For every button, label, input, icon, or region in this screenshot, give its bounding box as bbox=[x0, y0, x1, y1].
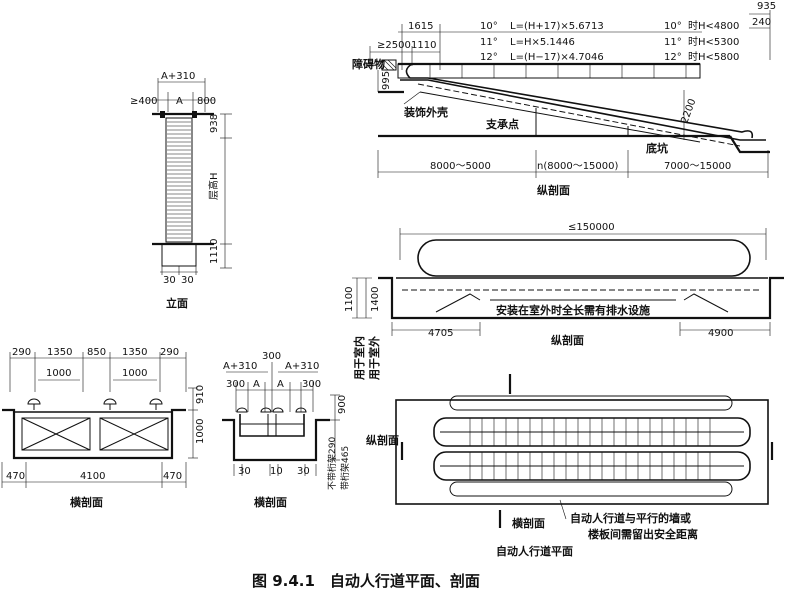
figure-caption: 图 9.4.1 自动人行道平面、剖面 bbox=[252, 572, 480, 590]
msec-bottom-dim-2: 10 bbox=[270, 466, 283, 477]
lsec-bottom-dim-2: 4100 bbox=[80, 471, 105, 482]
formula-3-cond: 时H<5800 bbox=[688, 51, 739, 63]
ltop-dim-935: 935 bbox=[757, 1, 776, 12]
ltop-dim-2200: 2200 bbox=[679, 97, 698, 125]
formula-1-cond: 时H<4800 bbox=[688, 20, 739, 32]
long-section-top: 935 240 1615 ≥2500 1110 10° L=(H+17)×5.6… bbox=[352, 1, 776, 197]
elev-title: 立面 bbox=[166, 296, 188, 310]
elev-hatch bbox=[167, 121, 191, 239]
formula-1-length: L=(H+17)×5.6713 bbox=[510, 21, 604, 32]
msec-bottom-dim-3: 30 bbox=[297, 466, 310, 477]
formula-2-cond: 时H<5300 bbox=[688, 36, 739, 48]
ltop-bottom-dim-1: 8000～5000 bbox=[430, 161, 491, 172]
elev-dim-30a: 30 bbox=[163, 275, 176, 286]
ltop-label-pit: 底坑 bbox=[646, 141, 668, 155]
lsec-top-dim-3: 850 bbox=[87, 347, 106, 358]
msec-dim-300-left: 300 bbox=[226, 379, 245, 390]
ltop-bottom-dim-3: 7000～15000 bbox=[664, 161, 731, 172]
elev-dim-a: A bbox=[176, 96, 183, 107]
plan-walkway-top bbox=[433, 417, 751, 447]
msec-title: 横剖面 bbox=[254, 495, 287, 509]
lsec-top-dim-1: 290 bbox=[12, 347, 31, 358]
lsec-bottom-dim-3: 470 bbox=[163, 471, 182, 482]
formula-1-angle-r: 10° bbox=[664, 21, 682, 32]
ltop-dim-1110: 1110 bbox=[411, 40, 436, 51]
msec-note-truss: 带桁架465 bbox=[339, 446, 351, 490]
lsec-top-dim-2: 1350 bbox=[47, 347, 72, 358]
elev-dim-right: 800 bbox=[197, 96, 216, 107]
elev-dim-top: A+310 bbox=[161, 71, 195, 82]
plan-title: 自动人行道平面 bbox=[496, 544, 573, 558]
msec-bottom-dim-1: 30 bbox=[238, 466, 251, 477]
msec-dim-300-right: 300 bbox=[302, 379, 321, 390]
msec-dim-a-left: A bbox=[253, 379, 260, 390]
plan-label-cross: 横剖面 bbox=[512, 516, 545, 530]
lsec-top-dim-4: 1350 bbox=[122, 347, 147, 358]
msec-dim-300-top: 300 bbox=[262, 351, 281, 362]
long-section-mid: ≤150000 安装在室外时全长需有排水设施 1100 1400 用于室内 用于… bbox=[344, 222, 784, 380]
plan-note-line1: 自动人行道与平行的墙或 bbox=[570, 511, 691, 525]
ltop-dim-995: 995 bbox=[381, 71, 392, 90]
ltop-label-obstacle: 障碍物 bbox=[352, 57, 385, 71]
msec-dim-900: 900 bbox=[337, 395, 348, 414]
lmid-label-outdoor: 用于室外 bbox=[367, 336, 381, 380]
ltop-bottom-dim-2: n(8000～15000) bbox=[537, 161, 619, 172]
lsec-dim-910: 910 bbox=[195, 385, 206, 404]
lsec-bottom-dim-1: 470 bbox=[6, 471, 25, 482]
lmid-label-indoor: 用于室内 bbox=[352, 336, 366, 380]
lmid-dim-left: 4705 bbox=[428, 328, 453, 339]
elev-dim-30b: 30 bbox=[181, 275, 194, 286]
plan-note-line2: 楼板间需留出安全距离 bbox=[588, 527, 698, 541]
formula-3-angle: 12° bbox=[480, 52, 498, 63]
lsec-inner-dim-1: 1000 bbox=[46, 368, 71, 379]
lsec-inner-dim-2: 1000 bbox=[122, 368, 147, 379]
ltop-label-support: 支承点 bbox=[485, 117, 519, 131]
msec-note-no-truss: 不带桁架290 bbox=[326, 437, 338, 490]
plan-view: 纵剖面 横剖面 自动人行道与平行的墙或 楼板间需留出安全距离 自动人行道平面 bbox=[366, 374, 774, 558]
lsec-dim-1000: 1000 bbox=[195, 419, 206, 444]
lmid-dim-1100: 1100 bbox=[344, 287, 355, 312]
ltop-dim-1615: 1615 bbox=[408, 21, 433, 32]
plan-label-long: 纵剖面 bbox=[366, 433, 399, 447]
plan-walkway-bottom bbox=[433, 451, 751, 481]
msec-dim-a310-left: A+310 bbox=[223, 361, 257, 372]
msec-dim-a310-right: A+310 bbox=[285, 361, 319, 372]
elev-dim-938: 938 bbox=[209, 114, 220, 133]
formula-2-length: L=H×5.1446 bbox=[510, 37, 575, 48]
formula-3-length: L=(H−17)×4.7046 bbox=[510, 52, 604, 63]
lsec-top-dim-5: 290 bbox=[160, 347, 179, 358]
ltop-label-shell: 装饰外壳 bbox=[403, 105, 448, 119]
formula-3-angle-r: 12° bbox=[664, 52, 682, 63]
formula-2-angle-r: 11° bbox=[664, 37, 682, 48]
lsec-title: 横剖面 bbox=[70, 495, 103, 509]
elevation-view: A+310 ≥400 A 800 30 30 立面 938 层高H 111 bbox=[130, 71, 232, 310]
cross-section-left: 290 1350 850 1350 290 1000 1000 910 1000 bbox=[1, 347, 206, 509]
elev-dim-height: 层高H bbox=[207, 172, 220, 200]
lmid-title: 纵剖面 bbox=[551, 333, 584, 347]
elev-dim-left: ≥400 bbox=[130, 96, 157, 107]
ltop-dim-2500: ≥2500 bbox=[377, 40, 411, 51]
ltop-dim-240: 240 bbox=[752, 17, 771, 28]
msec-dim-a-right: A bbox=[277, 379, 284, 390]
ltop-title: 纵剖面 bbox=[537, 183, 570, 197]
cross-section-mid: A+310 300 A+310 300 A A 300 900 不带桁架29 bbox=[222, 351, 351, 509]
formula-1-angle: 10° bbox=[480, 21, 498, 32]
lmid-dim-1400: 1400 bbox=[370, 287, 381, 312]
lmid-drain-note: 安装在室外时全长需有排水设施 bbox=[496, 303, 650, 317]
lmid-dim-right: 4900 bbox=[708, 328, 733, 339]
lmid-dim-total: ≤150000 bbox=[568, 222, 615, 233]
formula-2-angle: 11° bbox=[480, 37, 498, 48]
elev-dim-1110: 1110 bbox=[209, 239, 220, 264]
